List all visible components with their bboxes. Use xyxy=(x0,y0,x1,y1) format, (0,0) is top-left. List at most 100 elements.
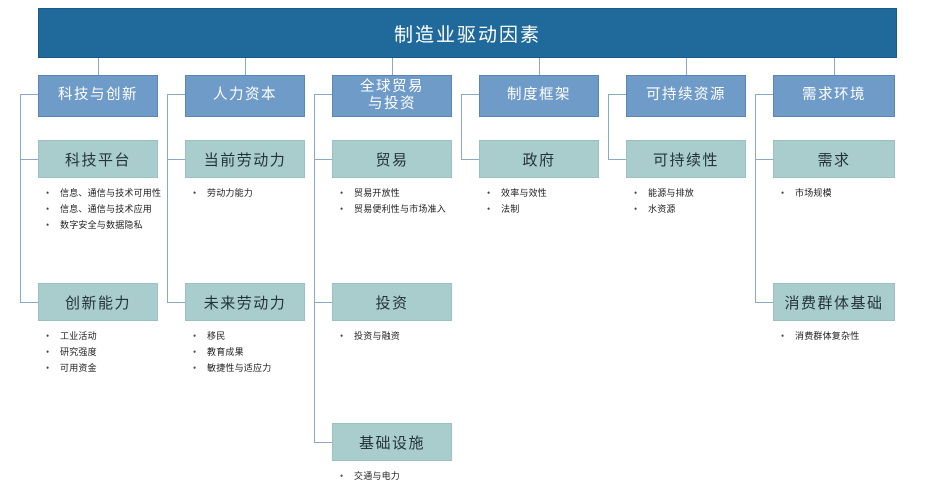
level1-box-sustainable-resources[interactable]: 可持续资源 xyxy=(626,75,746,117)
level2-label-government: 政府 xyxy=(522,152,556,169)
group-government: 政府效率与效性法制 xyxy=(479,140,599,217)
level2-label-demand: 需求 xyxy=(817,152,851,169)
group-future-workforce: 未来劳动力移民教育成果敏捷性与适应力 xyxy=(185,283,305,376)
bracket-stub-demand-environment-level1 xyxy=(755,94,773,95)
bullet-list-infrastructure: 交通与电力 xyxy=(332,468,452,484)
bracket-spine-tech-innovation xyxy=(20,94,21,302)
connector-stem-human-capital xyxy=(245,58,246,75)
group-investment: 投资投资与融资 xyxy=(332,283,452,344)
diagram-title: 制造业驱动因素 xyxy=(38,8,897,58)
level2-box-current-workforce[interactable]: 当前劳动力 xyxy=(185,140,305,178)
level2-label-consumer-base: 消费群体基础 xyxy=(784,295,884,312)
bullet-item: 工业活动 xyxy=(38,328,158,344)
bracket-stub-current-workforce xyxy=(167,159,185,160)
bracket-stub-sustainable-resources-level1 xyxy=(608,94,626,95)
level1-box-demand-environment[interactable]: 需求环境 xyxy=(773,75,895,117)
connector-stem-institutional-framework xyxy=(539,58,540,75)
level2-label-current-workforce: 当前劳动力 xyxy=(203,152,287,169)
bullet-list-government: 效率与效性法制 xyxy=(479,185,599,217)
bracket-spine-demand-environment xyxy=(755,94,756,302)
level2-box-demand[interactable]: 需求 xyxy=(773,140,895,178)
bracket-stub-investment xyxy=(314,302,332,303)
level1-box-institutional-framework[interactable]: 制度框架 xyxy=(479,75,599,117)
bullet-item: 能源与排放 xyxy=(626,185,746,201)
bracket-stub-institutional-framework-level1 xyxy=(461,94,479,95)
bracket-stub-tech-innovation-level1 xyxy=(20,94,38,95)
bracket-stub-tech-platform xyxy=(20,159,38,160)
level2-label-future-workforce: 未来劳动力 xyxy=(203,295,287,312)
bullet-item: 信息、通信与技术可用性 xyxy=(38,185,161,201)
bullet-item: 贸易开放性 xyxy=(332,185,452,201)
bullet-list-current-workforce: 劳动力能力 xyxy=(185,185,305,201)
bullet-item: 水资源 xyxy=(626,201,746,217)
bullet-item: 教育成果 xyxy=(185,344,305,360)
bracket-spine-global-trade-investment xyxy=(314,94,315,442)
level1-label-sustainable-resources: 可持续资源 xyxy=(646,87,726,104)
bullet-item: 市场规模 xyxy=(773,185,895,201)
bullet-item: 消费群体复杂性 xyxy=(773,328,895,344)
level2-box-investment[interactable]: 投资 xyxy=(332,283,452,321)
bullet-item: 投资与融资 xyxy=(332,328,452,344)
level2-label-tech-platform: 科技平台 xyxy=(64,152,131,169)
group-innovation-capability: 创新能力工业活动研究强度可用资金 xyxy=(38,283,158,376)
connector-stem-sustainable-resources xyxy=(686,58,687,75)
level1-box-tech-innovation[interactable]: 科技与创新 xyxy=(38,75,158,117)
bracket-stub-demand xyxy=(755,159,773,160)
bullet-item: 可用资金 xyxy=(38,360,158,376)
bracket-stub-global-trade-investment-level1 xyxy=(314,94,332,95)
group-sustainability: 可持续性能源与排放水资源 xyxy=(626,140,746,217)
group-trade: 贸易贸易开放性贸易便利性与市场准入 xyxy=(332,140,452,217)
level1-box-human-capital[interactable]: 人力资本 xyxy=(185,75,305,117)
connector-stem-demand-environment xyxy=(834,58,835,75)
group-tech-platform: 科技平台信息、通信与技术可用性信息、通信与技术应用数字安全与数据隐私 xyxy=(38,140,161,233)
level2-label-investment: 投资 xyxy=(375,295,409,312)
bracket-stub-innovation-capability xyxy=(20,302,38,303)
bullet-item: 效率与效性 xyxy=(479,185,599,201)
bullet-item: 敏捷性与适应力 xyxy=(185,360,305,376)
bullet-list-investment: 投资与融资 xyxy=(332,328,452,344)
bullet-item: 劳动力能力 xyxy=(185,185,305,201)
level2-label-sustainability: 可持续性 xyxy=(652,152,719,169)
level2-label-trade: 贸易 xyxy=(375,152,409,169)
bullet-item: 移民 xyxy=(185,328,305,344)
bracket-stub-government xyxy=(461,159,479,160)
level2-box-infrastructure[interactable]: 基础设施 xyxy=(332,423,452,461)
level1-label-global-trade-investment: 全球贸易与投资 xyxy=(360,79,424,112)
bracket-stub-consumer-base xyxy=(755,302,773,303)
connector-stem-tech-innovation xyxy=(98,58,99,75)
bracket-spine-human-capital xyxy=(167,94,168,302)
level1-label-demand-environment: 需求环境 xyxy=(802,87,866,104)
bullet-item: 贸易便利性与市场准入 xyxy=(332,201,452,217)
level2-box-innovation-capability[interactable]: 创新能力 xyxy=(38,283,158,321)
bullet-item: 交通与电力 xyxy=(332,468,452,484)
bullet-item: 信息、通信与技术应用 xyxy=(38,201,158,217)
bullet-list-consumer-base: 消费群体复杂性 xyxy=(773,328,895,344)
level2-box-government[interactable]: 政府 xyxy=(479,140,599,178)
group-infrastructure: 基础设施交通与电力 xyxy=(332,423,452,484)
level2-box-tech-platform[interactable]: 科技平台 xyxy=(38,140,158,178)
bracket-spine-institutional-framework xyxy=(461,94,462,159)
connector-stem-global-trade-investment xyxy=(392,58,393,75)
level2-box-sustainability[interactable]: 可持续性 xyxy=(626,140,746,178)
bracket-stub-sustainability xyxy=(608,159,626,160)
level2-box-future-workforce[interactable]: 未来劳动力 xyxy=(185,283,305,321)
level1-label-tech-innovation: 科技与创新 xyxy=(58,87,138,104)
bracket-stub-future-workforce xyxy=(167,302,185,303)
bracket-stub-human-capital-level1 xyxy=(167,94,185,95)
level1-box-global-trade-investment[interactable]: 全球贸易与投资 xyxy=(332,75,452,117)
level2-box-trade[interactable]: 贸易 xyxy=(332,140,452,178)
bullet-list-innovation-capability: 工业活动研究强度可用资金 xyxy=(38,328,158,376)
bracket-stub-trade xyxy=(314,159,332,160)
level2-box-consumer-base[interactable]: 消费群体基础 xyxy=(773,283,895,321)
bracket-spine-sustainable-resources xyxy=(608,94,609,159)
level1-label-institutional-framework: 制度框架 xyxy=(507,87,571,104)
bullet-list-sustainability: 能源与排放水资源 xyxy=(626,185,746,217)
group-current-workforce: 当前劳动力劳动力能力 xyxy=(185,140,305,201)
bracket-stub-infrastructure xyxy=(314,442,332,443)
bullet-list-demand: 市场规模 xyxy=(773,185,895,201)
bullet-list-future-workforce: 移民教育成果敏捷性与适应力 xyxy=(185,328,305,376)
level2-label-infrastructure: 基础设施 xyxy=(358,435,425,452)
level2-label-innovation-capability: 创新能力 xyxy=(64,295,131,312)
bullet-item: 研究强度 xyxy=(38,344,158,360)
